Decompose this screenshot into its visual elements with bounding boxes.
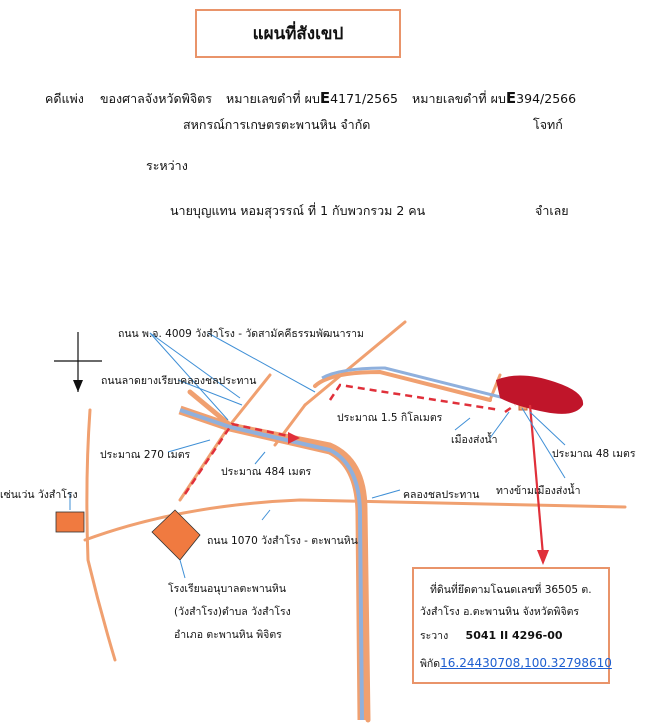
school-marker xyxy=(151,509,201,561)
road-1070 xyxy=(83,498,627,542)
road-4009 xyxy=(187,389,371,723)
label-dist-484: ประมาณ 484 เมตร xyxy=(221,466,312,478)
coordinate-link[interactable]: 16.24430708,100.32798610 xyxy=(440,656,612,670)
map-title: แผนที่สังเขป xyxy=(195,9,401,58)
north-arrow-icon xyxy=(54,332,102,392)
info-coordinates: พิกัด16.24430708,100.32798610 xyxy=(420,656,612,670)
label-dist-15km: ประมาณ 1.5 กิโลเมตร xyxy=(337,412,443,424)
label-dist-270: ประมาณ 270 เมตร xyxy=(100,449,191,461)
road-north-left xyxy=(228,373,272,427)
route-arrow xyxy=(288,432,300,444)
land-parcel xyxy=(496,375,584,414)
label-road-1070: ถนน 1070 วังสำโรง - ตะพานหิน xyxy=(207,535,358,547)
info-deed: ที่ดินที่ยึดตามโฉนดเลขที่ 36505 ต. xyxy=(430,584,592,596)
irrigation-canal xyxy=(178,366,521,721)
label-irrigation-canal: คลองชลประทาน xyxy=(403,489,480,501)
label-path-pump: ทางข้ามเมืองส่งน้ำ xyxy=(496,485,581,497)
road-upper-right xyxy=(303,320,407,407)
case-number-1: หมายเลขดำที่ ผบE4171/2565 xyxy=(226,89,399,107)
label-school-1: โรงเรียนอนุบาลตะพานหิน xyxy=(168,583,286,595)
label-dist-48: ประมาณ 48 เมตร xyxy=(552,448,636,460)
label-road-4009: ถนน พ.จ. 4009 วังสำโรง - วัดสามัคคีธรรมพ… xyxy=(118,328,364,340)
case-type: คดีแพ่ง xyxy=(45,91,84,106)
defendant-role: จำเลย xyxy=(535,203,569,218)
road-left-vertical xyxy=(85,408,117,662)
defendant-name: นายบุญแทน หอมสุวรรณ์ ที่ 1 กับพวกรวม 2 ค… xyxy=(170,203,426,218)
case-number-2: หมายเลขดำที่ ผบE394/2566 xyxy=(412,89,577,107)
leader-lines xyxy=(69,332,566,579)
label-pump: เมืองส่งน้ำ xyxy=(451,434,498,446)
plaintiff-name: สหกรณ์การเกษตรตะพานหิน จำกัด xyxy=(183,117,371,132)
label-seven-eleven: เซ่นเว่น วังสำโรง xyxy=(0,489,78,501)
label-school-3: อำเภอ ตะพานหิน พิจิตร xyxy=(174,629,282,641)
label-school-2: (วังสำโรง)ตำบล วังสำโรง xyxy=(174,606,291,618)
route-dashed xyxy=(183,383,516,495)
location-arrowhead xyxy=(537,550,549,565)
road-network xyxy=(83,320,627,723)
seven-eleven-marker xyxy=(55,511,85,533)
court-name: ของศาลจังหวัดพิจิตร xyxy=(100,91,212,106)
label-canal-road: ถนนลาดยางเรียบคลองชลประทาน xyxy=(101,375,257,387)
info-location: วังสำโรง อ.ตะพานหิน จังหวัดพิจิตร xyxy=(420,606,580,618)
between-label: ระหว่าง xyxy=(146,158,188,173)
info-map-sheet: ระวาง 5041 II 4296-00 xyxy=(420,629,563,642)
location-arrow xyxy=(528,404,545,556)
land-info-box: ที่ดินที่ยึดตามโฉนดเลขที่ 36505 ต. วังสำ… xyxy=(412,567,612,684)
plaintiff-role: โจทก์ xyxy=(533,117,563,132)
